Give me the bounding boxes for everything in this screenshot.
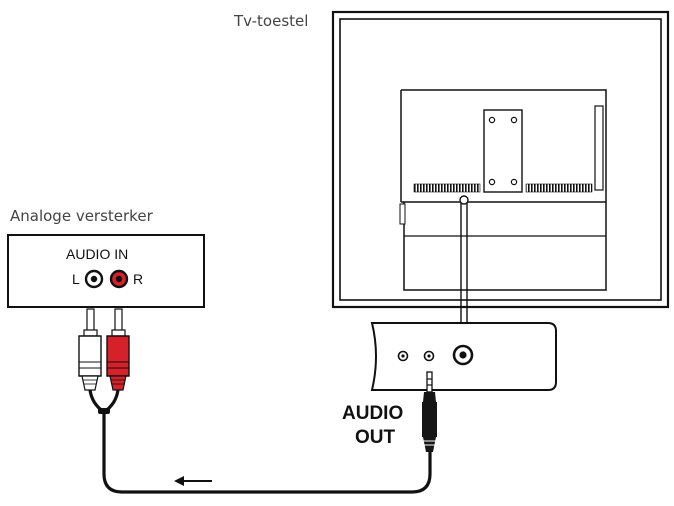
small-jack-center xyxy=(401,354,405,358)
amplifier-box xyxy=(7,234,205,308)
panel-tab xyxy=(399,203,406,225)
audio-in-label: AUDIO IN xyxy=(66,246,128,262)
audio-out-label-line2: OUT xyxy=(355,427,396,448)
coax-socket-center xyxy=(459,351,467,359)
mount-hole xyxy=(488,116,496,124)
side-connector-strip xyxy=(594,105,604,191)
jack-tip xyxy=(426,371,433,393)
tv-label: Tv-toestel xyxy=(233,12,308,30)
audio-out-label-line1: AUDIO xyxy=(342,403,403,424)
vent-slots-left xyxy=(413,183,481,193)
mount-hole xyxy=(510,178,518,186)
vesa-mount-plate xyxy=(483,109,523,193)
mount-hole xyxy=(510,116,518,124)
left-rca-socket-center xyxy=(90,275,98,283)
tv-set: Tv-toestel xyxy=(233,10,670,322)
red-rca-plug xyxy=(106,308,130,391)
minijack-plug xyxy=(422,371,437,452)
jack-collar xyxy=(423,392,436,402)
white-rca-plug xyxy=(78,308,102,391)
vent-slots-right xyxy=(525,183,593,193)
audio-cable xyxy=(102,412,432,494)
tv-stand-base xyxy=(370,322,557,391)
direction-arrow xyxy=(174,476,212,486)
splitter-joint xyxy=(98,408,110,414)
right-rca-socket-center xyxy=(115,275,123,283)
mount-hole xyxy=(488,178,496,186)
right-channel-label: R xyxy=(133,271,143,287)
analog-amplifier: Analoge versterker AUDIO IN L R xyxy=(7,207,205,308)
stand-joint xyxy=(459,195,469,205)
jack-body xyxy=(422,402,437,437)
left-channel-label: L xyxy=(72,271,80,287)
amplifier-label: Analoge versterker xyxy=(10,207,154,225)
audio-out-socket-center xyxy=(427,354,431,358)
